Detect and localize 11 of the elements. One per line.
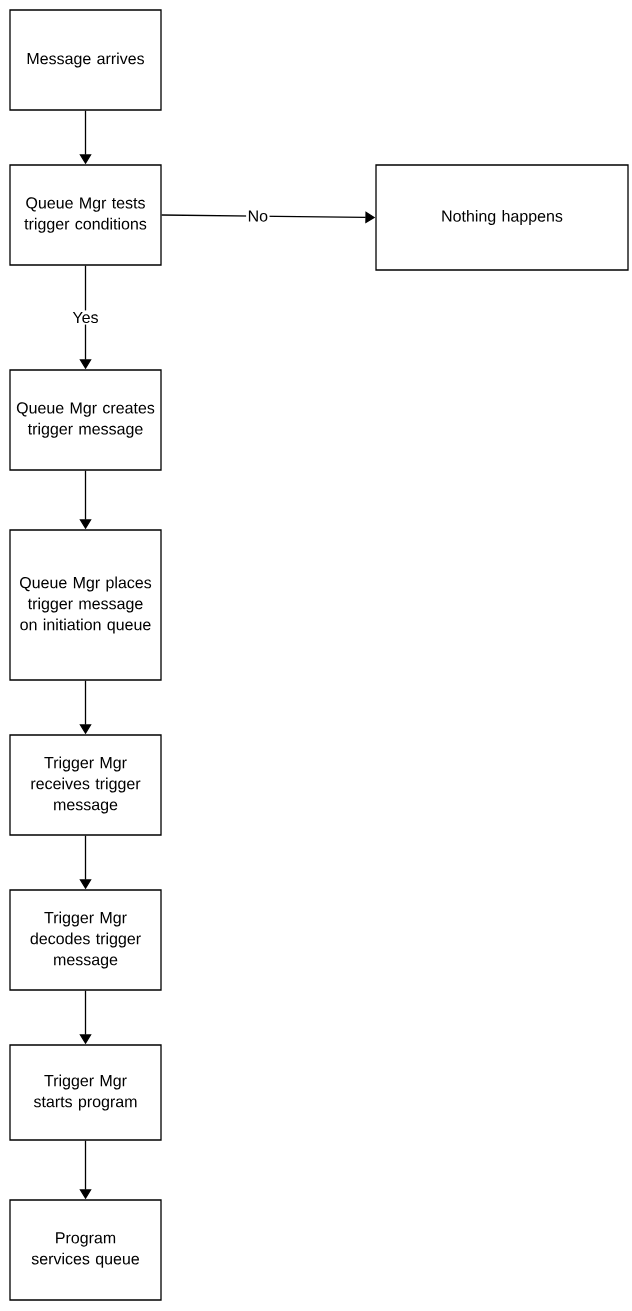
process-box: Trigger Mgr receives trigger message (9, 734, 162, 836)
process-box: Nothing happens (375, 164, 629, 271)
process-box: Trigger Mgr decodes trigger message (9, 889, 162, 991)
process-box: Program services queue (9, 1199, 162, 1301)
process-box: Trigger Mgr starts program (9, 1044, 162, 1141)
process-box: Message arrives (9, 9, 162, 111)
process-box: Queue Mgr places trigger message on initiation queue (9, 529, 162, 681)
edge-label: No (246, 209, 270, 224)
process-box: Queue Mgr tests trigger conditions (9, 164, 162, 266)
edge-label: Yes (70, 310, 101, 325)
process-box: Queue Mgr creates trigger message (9, 369, 162, 471)
